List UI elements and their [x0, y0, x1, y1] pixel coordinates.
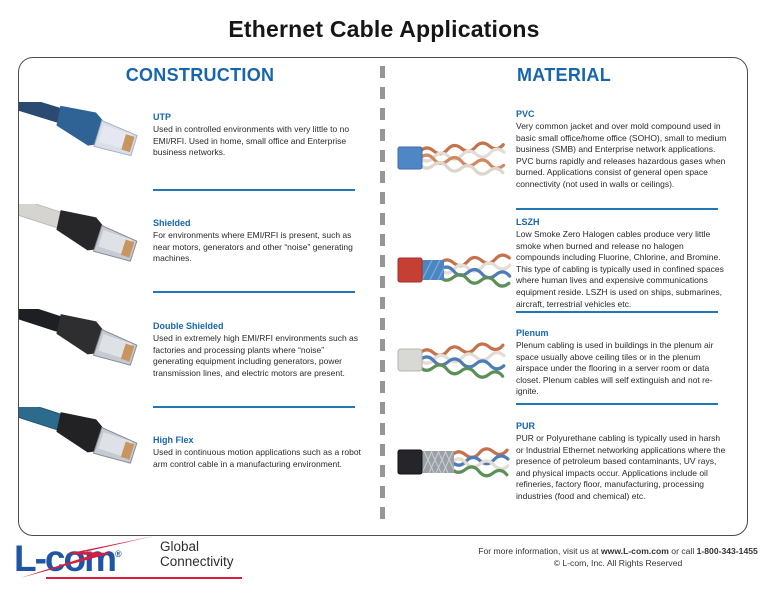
registered-mark: ® [115, 549, 122, 559]
item-desc-plenum: Plenum cabling is used in buildings in t… [516, 340, 714, 397]
content-panel: CONSTRUCTION UTP Used in controlled envi… [18, 57, 748, 536]
construction-heading: CONSTRUCTION [125, 65, 275, 85]
item-desc-pvc: Very common jacket and over mold compoun… [516, 121, 727, 189]
item-title-shielded: Shielded [153, 218, 191, 228]
material-item-lszh: LSZH Low Smoke Zero Halogen cables produ… [516, 217, 728, 310]
tagline-line2: Connectivity [160, 553, 234, 569]
item-desc-utp: Used in controlled environments with ver… [153, 124, 350, 158]
item-desc-shielded: For environments where EMI/RFI is presen… [153, 230, 353, 264]
lszh-cable-photo [396, 242, 514, 303]
separator-line [153, 189, 355, 191]
footer-info: For more information, visit us at www.L-… [478, 545, 758, 569]
separator-line [153, 291, 355, 293]
material-item-plenum: Plenum Plenum cabling is used in buildin… [516, 328, 728, 398]
footer-copyright: © L-com, Inc. All Rights Reserved [553, 558, 683, 568]
material-heading: MATERIAL [516, 65, 612, 85]
separator-line [516, 403, 718, 405]
separator-line [516, 208, 718, 210]
separator-line [516, 311, 718, 313]
separator-line [153, 406, 355, 408]
item-title-double-shielded: Double Shielded [153, 321, 224, 331]
lcom-logo-wordmark: L-com® [14, 538, 122, 579]
construction-item-shielded: Shielded For environments where EMI/RFI … [153, 218, 365, 265]
pvc-cable-photo [396, 132, 514, 189]
plenum-cable-photo [396, 332, 514, 395]
utp-cable-photo [19, 77, 153, 181]
page-title: Ethernet Cable Applications [228, 16, 540, 42]
logo-underline [46, 577, 242, 579]
double-shielded-cable-photo [19, 284, 153, 390]
tagline-line1: Global [160, 539, 200, 554]
footer-contact-middle: or call [668, 546, 697, 556]
footer-website: www.L-com.com [600, 546, 669, 556]
construction-item-double-shielded: Double Shielded Used in extremely high E… [153, 321, 365, 379]
item-title-lszh: LSZH [516, 217, 540, 227]
logo-tagline: Global Connectivity [160, 539, 234, 569]
footer-contact-line: For more information, visit us at www.L-… [478, 545, 758, 557]
lcom-logo: L-com® Global Connectivity [14, 534, 254, 586]
item-desc-lszh: Low Smoke Zero Halogen cables produce ve… [516, 229, 724, 309]
item-title-plenum: Plenum [516, 328, 549, 338]
material-item-pvc: PVC Very common jacket and over mold com… [516, 109, 728, 191]
item-title-utp: UTP [153, 112, 171, 122]
column-divider [380, 66, 385, 527]
item-desc-double-shielded: Used in extremely high EMI/RFI environme… [153, 333, 359, 378]
shielded-cable-photo [19, 179, 153, 289]
item-title-high-flex: High Flex [153, 435, 194, 445]
item-title-pur: PUR [516, 421, 536, 431]
item-desc-high-flex: Used in continuous motion applications s… [153, 447, 361, 469]
item-title-pvc: PVC [516, 109, 535, 119]
material-item-pur: PUR PUR or Polyurethane cabling is typic… [516, 421, 728, 503]
pur-cable-photo [396, 436, 514, 493]
construction-item-high-flex: High Flex Used in continuous motion appl… [153, 435, 365, 470]
high-flex-cable-photo [19, 381, 153, 490]
construction-item-utp: UTP Used in controlled environments with… [153, 112, 365, 159]
footer-contact-prefix: For more information, visit us at [478, 546, 601, 556]
item-desc-pur: PUR or Polyurethane cabling is typically… [516, 433, 726, 501]
footer-phone: 1-800-343-1455 [696, 546, 758, 556]
